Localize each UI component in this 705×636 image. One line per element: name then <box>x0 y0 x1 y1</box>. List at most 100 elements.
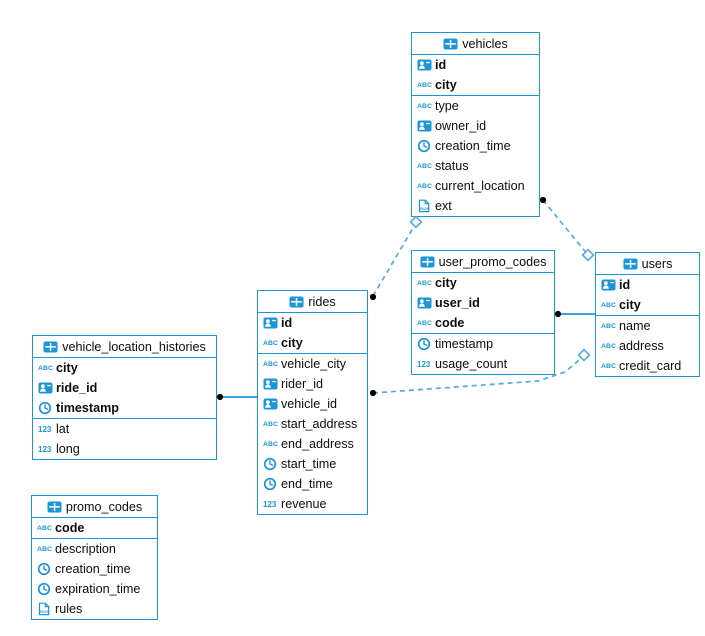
field-type-icon-wrap: ABC <box>417 183 435 190</box>
table-header[interactable]: promo_codes <box>32 496 157 518</box>
field-type-icon-wrap <box>38 382 56 394</box>
id-badge-icon <box>263 378 278 390</box>
abc-text-icon: ABC <box>263 339 279 347</box>
abc-text-icon: ABC <box>417 81 433 89</box>
field-label: end_time <box>281 477 333 491</box>
abc-text-icon: ABC <box>601 301 617 309</box>
abc-text-icon: ABC <box>417 182 433 190</box>
field-label: timestamp <box>56 401 119 415</box>
field-label: start_address <box>281 417 358 431</box>
field-label: address <box>619 339 664 353</box>
table-header[interactable]: vehicles <box>412 33 539 55</box>
number-123-icon: 123 <box>263 499 277 509</box>
field-type-icon-wrap <box>417 120 435 132</box>
field-type-icon-wrap: ABC <box>263 441 281 448</box>
abc-text-icon: ABC <box>601 342 617 350</box>
field-label: id <box>619 278 631 292</box>
field-label: usage_count <box>435 357 508 371</box>
abc-text-icon: ABC <box>37 545 53 553</box>
field-type-icon-wrap <box>37 562 55 576</box>
field-type-icon-wrap <box>417 59 435 71</box>
field-type-icon-wrap: ABC <box>417 280 435 287</box>
table-title: vehicles <box>462 36 508 51</box>
abc-text-icon: ABC <box>38 364 54 372</box>
field-rides-end_time: end_time <box>258 474 367 494</box>
field-user_promo_codes-user_id: user_id <box>412 293 554 313</box>
field-rides-vehicle_id: vehicle_id <box>258 394 367 414</box>
field-label: rider_id <box>281 377 323 391</box>
table-title: promo_codes <box>65 499 143 514</box>
field-label: city <box>435 276 457 290</box>
field-rides-id: id <box>258 313 367 333</box>
field-label: credit_card <box>619 359 682 373</box>
field-label: end_address <box>281 437 354 451</box>
field-label: vehicle_id <box>281 397 338 411</box>
field-type-icon-wrap: ABC <box>37 546 55 553</box>
table-icon <box>289 296 304 307</box>
field-label: description <box>55 542 116 556</box>
field-type-icon-wrap: ABC <box>417 103 435 110</box>
field-label: creation_time <box>435 139 511 153</box>
id-badge-icon <box>417 120 432 132</box>
field-type-icon-wrap: ABC <box>263 340 281 347</box>
field-type-icon-wrap <box>417 337 435 351</box>
json-icon: JSON <box>419 199 430 213</box>
table-header[interactable]: user_promo_codes <box>412 251 554 273</box>
field-users-id: id <box>596 275 699 295</box>
abc-text-icon: ABC <box>601 322 617 330</box>
number-123-icon: 123 <box>38 424 52 434</box>
field-label: ext <box>435 199 452 213</box>
table-header[interactable]: rides <box>258 291 367 313</box>
id-badge-icon <box>417 59 432 71</box>
field-label: code <box>435 316 465 330</box>
clock-icon <box>417 337 431 351</box>
abc-text-icon: ABC <box>37 524 53 532</box>
field-label: current_location <box>435 179 525 193</box>
field-label: ride_id <box>56 381 98 395</box>
field-type-icon-wrap <box>263 398 281 410</box>
id-badge-icon <box>263 317 278 329</box>
field-label: id <box>435 58 447 72</box>
number-123-icon: 123 <box>417 359 431 369</box>
field-label: city <box>281 336 303 350</box>
field-type-icon-wrap <box>263 317 281 329</box>
field-promo_codes-creation_time: creation_time <box>32 559 157 579</box>
abc-text-icon: ABC <box>263 360 279 368</box>
table-header[interactable]: vehicle_location_histories <box>33 336 216 358</box>
table-title: user_promo_codes <box>438 254 547 269</box>
field-type-icon-wrap: 123 <box>263 500 281 509</box>
field-type-icon-wrap <box>38 401 56 415</box>
table-icon <box>443 38 458 49</box>
field-type-icon-wrap: 123 <box>417 360 435 369</box>
table-header[interactable]: users <box>596 253 699 275</box>
table-icon <box>420 256 435 267</box>
field-label: user_id <box>435 296 480 310</box>
field-type-icon-wrap <box>263 457 281 471</box>
field-vehicles-creation_time: creation_time <box>412 136 539 156</box>
abc-text-icon: ABC <box>263 420 279 428</box>
field-user_promo_codes-usage_count: 123 usage_count <box>412 354 554 374</box>
